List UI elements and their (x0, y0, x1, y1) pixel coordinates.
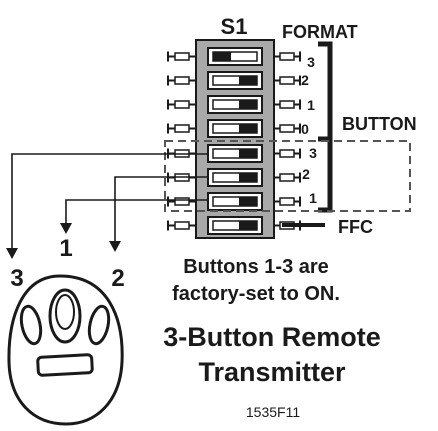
position-label: 0 (301, 121, 309, 137)
title-line-2: Transmitter (198, 357, 346, 387)
pin-body-right (279, 76, 295, 85)
pin-body-left (174, 100, 190, 109)
pin-body-left (174, 52, 190, 61)
remote-label-plate (36, 353, 94, 377)
position-label: 1 (307, 97, 315, 113)
note-line-2: factory-set to ON. (172, 283, 340, 305)
switch-actuator (239, 76, 257, 85)
pin-body-left (174, 221, 190, 230)
switch-slots (207, 47, 263, 235)
position-label: 3 (309, 145, 317, 161)
wires (11, 153, 209, 250)
position-label: 3 (307, 54, 315, 70)
remote-body (7, 274, 124, 426)
pin-body-right (279, 197, 295, 206)
pin-body-left (174, 197, 190, 206)
remote-button-1-shape (48, 288, 82, 344)
wire-button-3 (11, 153, 209, 250)
pin-body-left (174, 124, 190, 133)
note-line-1: Buttons 1-3 are (183, 256, 329, 278)
position-label: 2 (301, 72, 309, 88)
position-labels: 3 2 1 0 3 2 1 (301, 54, 317, 206)
remote-transmitter-illustration (7, 274, 124, 426)
wire-button-2 (114, 176, 209, 243)
figure-id: 1535F11 (246, 404, 300, 420)
position-label: 2 (302, 166, 310, 182)
switch-actuator (239, 197, 257, 206)
switch-actuator (239, 124, 257, 133)
pin-body-right (279, 124, 295, 133)
switch-actuator (239, 149, 257, 158)
button-group-box (164, 140, 411, 212)
remote-button-3-shape (19, 304, 43, 346)
remote-button-2-shape (87, 304, 111, 346)
title-line-1: 3-Button Remote (163, 322, 381, 352)
format-bracket (318, 41, 333, 213)
arrow-button-3 (6, 248, 18, 259)
remote-button-1-inner (55, 294, 75, 330)
pin-body-right (279, 52, 295, 61)
ffc-label: FFC (338, 217, 373, 237)
switch-actuator (213, 52, 231, 61)
switch-actuator (239, 100, 257, 109)
pin-body-right (279, 100, 295, 109)
position-label: 1 (309, 190, 317, 206)
pin-body-right (279, 149, 295, 158)
switch-actuator (239, 173, 257, 182)
remote-number-3: 3 (10, 265, 23, 292)
switch-actuator (239, 221, 257, 230)
remote-number-2: 2 (111, 265, 124, 292)
wire-button-1 (65, 199, 209, 225)
remote-number-1: 1 (59, 235, 72, 262)
pin-body-right (279, 173, 295, 182)
format-label: FORMAT (282, 22, 358, 42)
switch-label: S1 (221, 14, 248, 39)
arrow-button-2 (109, 241, 121, 252)
arrow-button-1 (60, 223, 72, 234)
button-label: BUTTON (342, 114, 417, 134)
pin-body-left (174, 76, 190, 85)
